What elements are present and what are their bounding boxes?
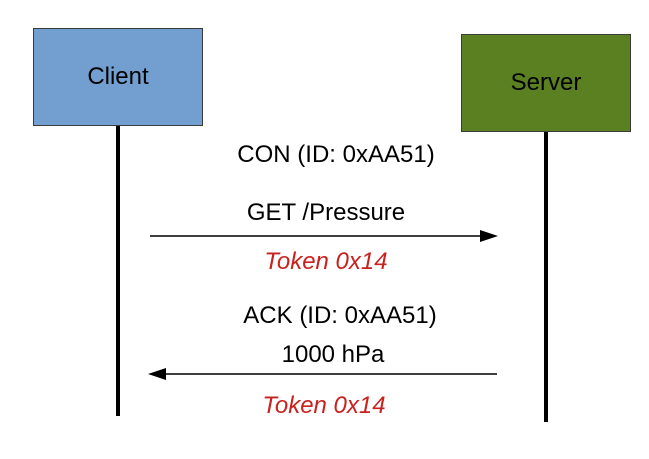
- client-participant-box: Client: [33, 28, 203, 126]
- response-token-label: Token 0x14: [262, 392, 386, 419]
- client-label: Client: [87, 63, 149, 90]
- request-payload-label: GET /Pressure: [246, 199, 406, 226]
- server-lifeline: [544, 132, 548, 422]
- response-header-label: ACK (ID: 0xAA51): [243, 302, 437, 329]
- response-payload-label: 1000 hPa: [281, 341, 385, 368]
- server-label: Server: [510, 69, 582, 96]
- client-lifeline: [116, 126, 120, 416]
- request-header-label: CON (ID: 0xAA51): [237, 141, 435, 168]
- response-arrowhead: [148, 368, 166, 380]
- request-arrowhead: [480, 230, 498, 242]
- request-token-label: Token 0x14: [264, 248, 388, 275]
- server-participant-box: Server: [461, 34, 631, 132]
